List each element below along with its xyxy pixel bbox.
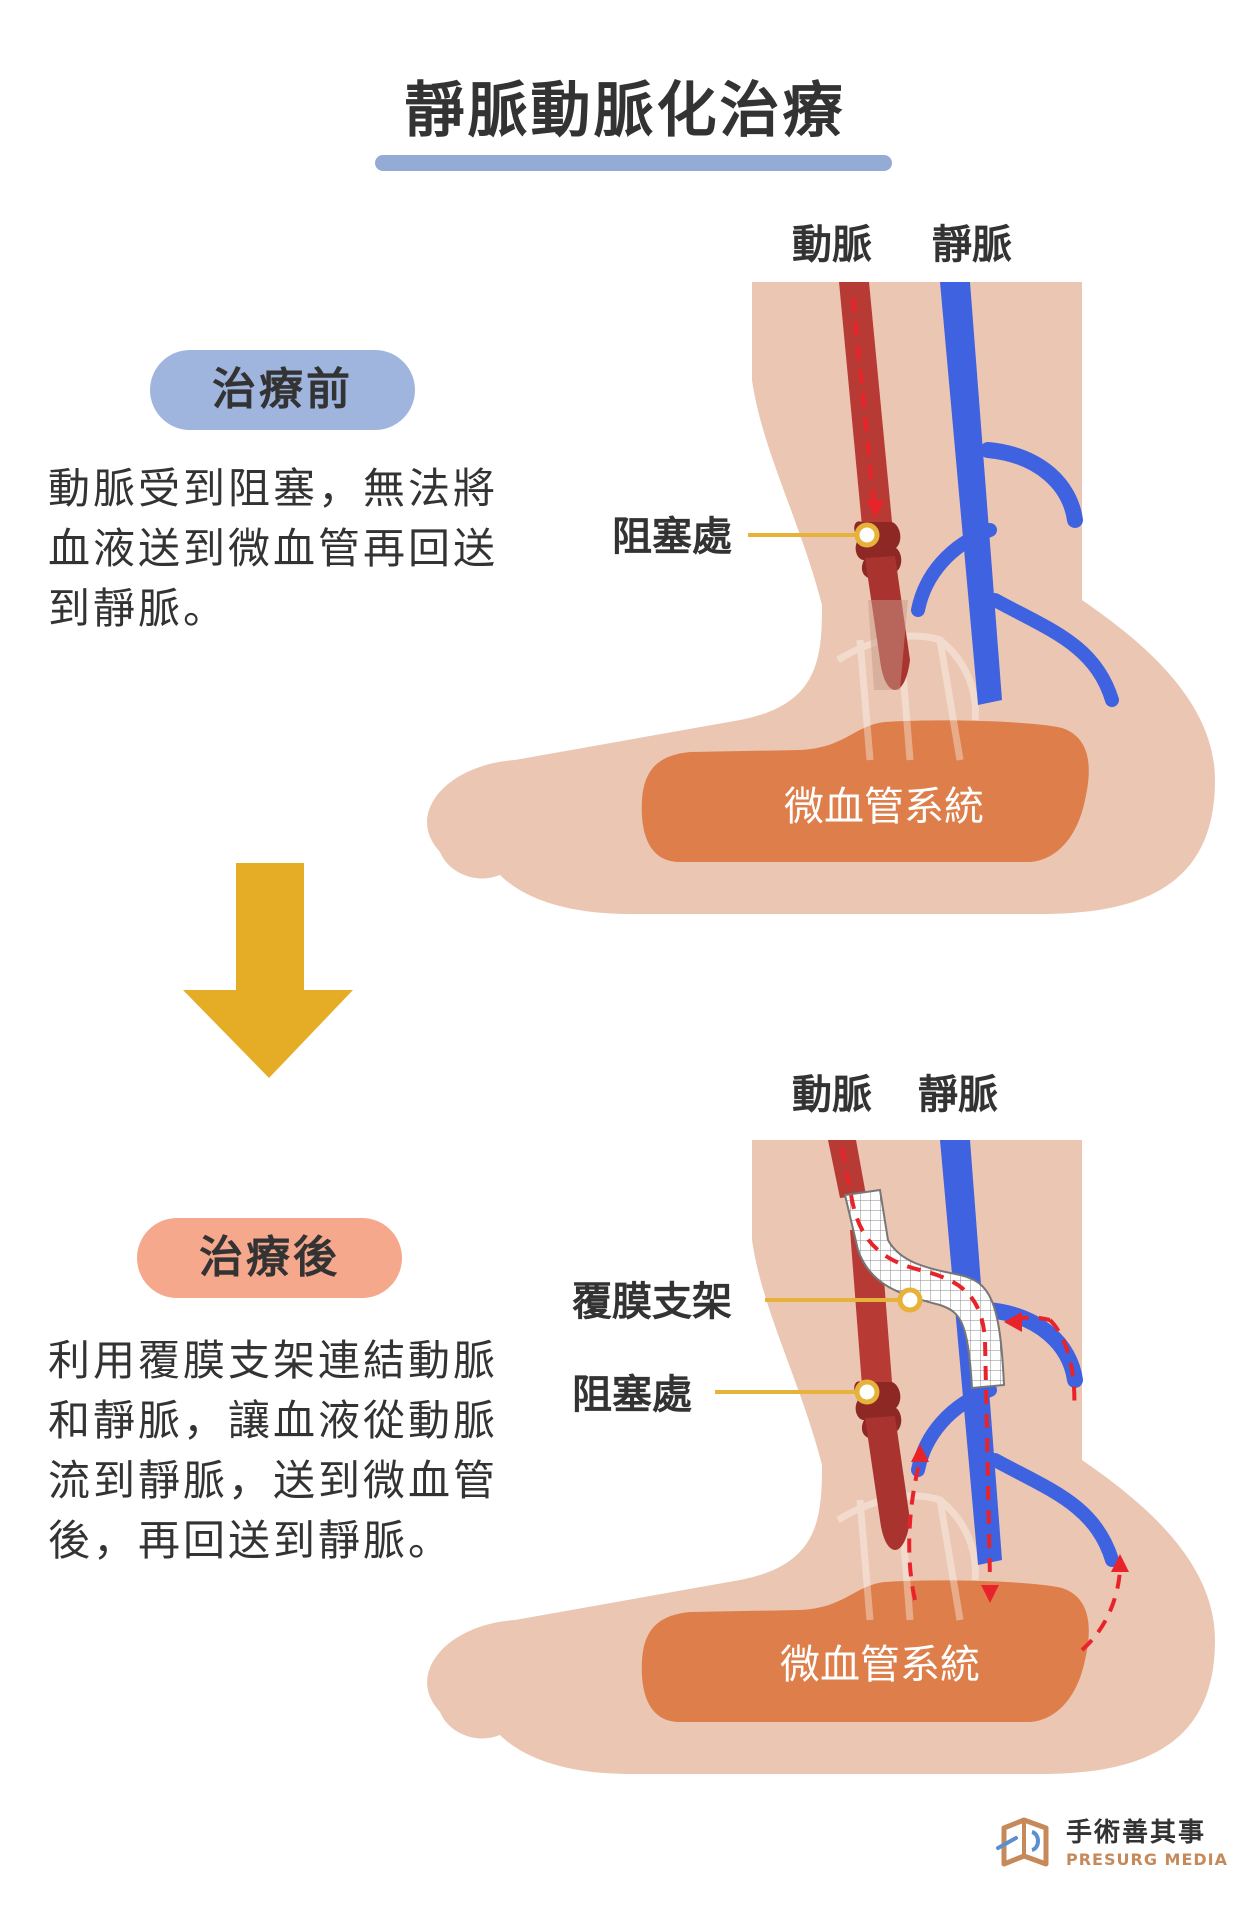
badge-after: 治療後	[137, 1218, 402, 1298]
description-line: 後，再回送到靜脈。	[48, 1516, 454, 1565]
blockage-pointer-dot	[854, 1379, 880, 1405]
description-line: 和靜脈，讓血液從動脈	[48, 1396, 499, 1445]
artery-label: 動脈	[792, 1072, 872, 1118]
leg-illustration-before: 動脈 靜脈 阻塞處 微血管系統	[427, 222, 1215, 914]
vein-branch	[988, 593, 1119, 707]
stent-pointer-dot	[897, 1287, 923, 1313]
description-line: 血液送到微血管再回送	[48, 524, 499, 573]
flow-arrowhead	[1004, 1312, 1022, 1332]
artery-upper	[828, 1140, 866, 1198]
brand-name-en: PRESURG MEDIA	[1066, 1850, 1228, 1869]
title-underline	[375, 155, 892, 171]
vein-branch	[911, 523, 997, 617]
capillary-label: 微血管系統	[780, 1642, 980, 1688]
page-title: 靜脈動脈化治療	[404, 76, 846, 146]
vein-branch	[988, 1453, 1119, 1567]
artery-lower	[865, 1416, 910, 1550]
blockage-pointer-dot	[854, 522, 880, 548]
artery-fade	[868, 600, 908, 690]
flow-arrowhead	[1111, 1554, 1129, 1572]
flow-arrowhead	[911, 1444, 929, 1462]
description-line: 流到靜脈，送到微血管	[48, 1456, 499, 1505]
down-arrow-icon	[183, 863, 353, 1078]
badge-before: 治療前	[150, 350, 415, 430]
vein-branch	[980, 442, 1083, 528]
leg-illustration-after: 動脈 靜脈 覆膜支架 阻塞處 微血管系統	[427, 1072, 1215, 1774]
brand-name-zh: 手術善其事	[1066, 1818, 1207, 1848]
capillary-system	[641, 720, 1089, 862]
artery-label: 動脈	[792, 222, 872, 268]
vein-label: 靜脈	[932, 222, 1012, 268]
vein-label: 靜脈	[918, 1072, 998, 1118]
stent-label: 覆膜支架	[571, 1279, 732, 1325]
blockage-label: 阻塞處	[572, 1372, 692, 1418]
capillary-label: 微血管系統	[784, 784, 984, 830]
brand-logo-icon	[996, 1817, 1049, 1867]
description-line: 利用覆膜支架連結動脈	[48, 1336, 499, 1385]
capillary-system	[641, 1580, 1089, 1722]
description-after: 利用覆膜支架連結動脈 和靜脈，讓血液從動脈 流到靜脈，送到微血管 後，再回送到靜…	[48, 1331, 528, 1571]
blockage-label: 阻塞處	[612, 514, 732, 560]
flow-arrowhead	[866, 500, 884, 518]
flow-arrowhead	[981, 1585, 999, 1603]
description-line: 到靜脈。	[48, 584, 229, 633]
artery-flow-arrow	[851, 297, 876, 506]
description-line: 動脈受到阻塞，無法將	[48, 464, 499, 513]
vein-main	[940, 282, 1002, 705]
description-before: 動脈受到阻塞，無法將 血液送到微血管再回送 到靜脈。	[48, 459, 528, 639]
